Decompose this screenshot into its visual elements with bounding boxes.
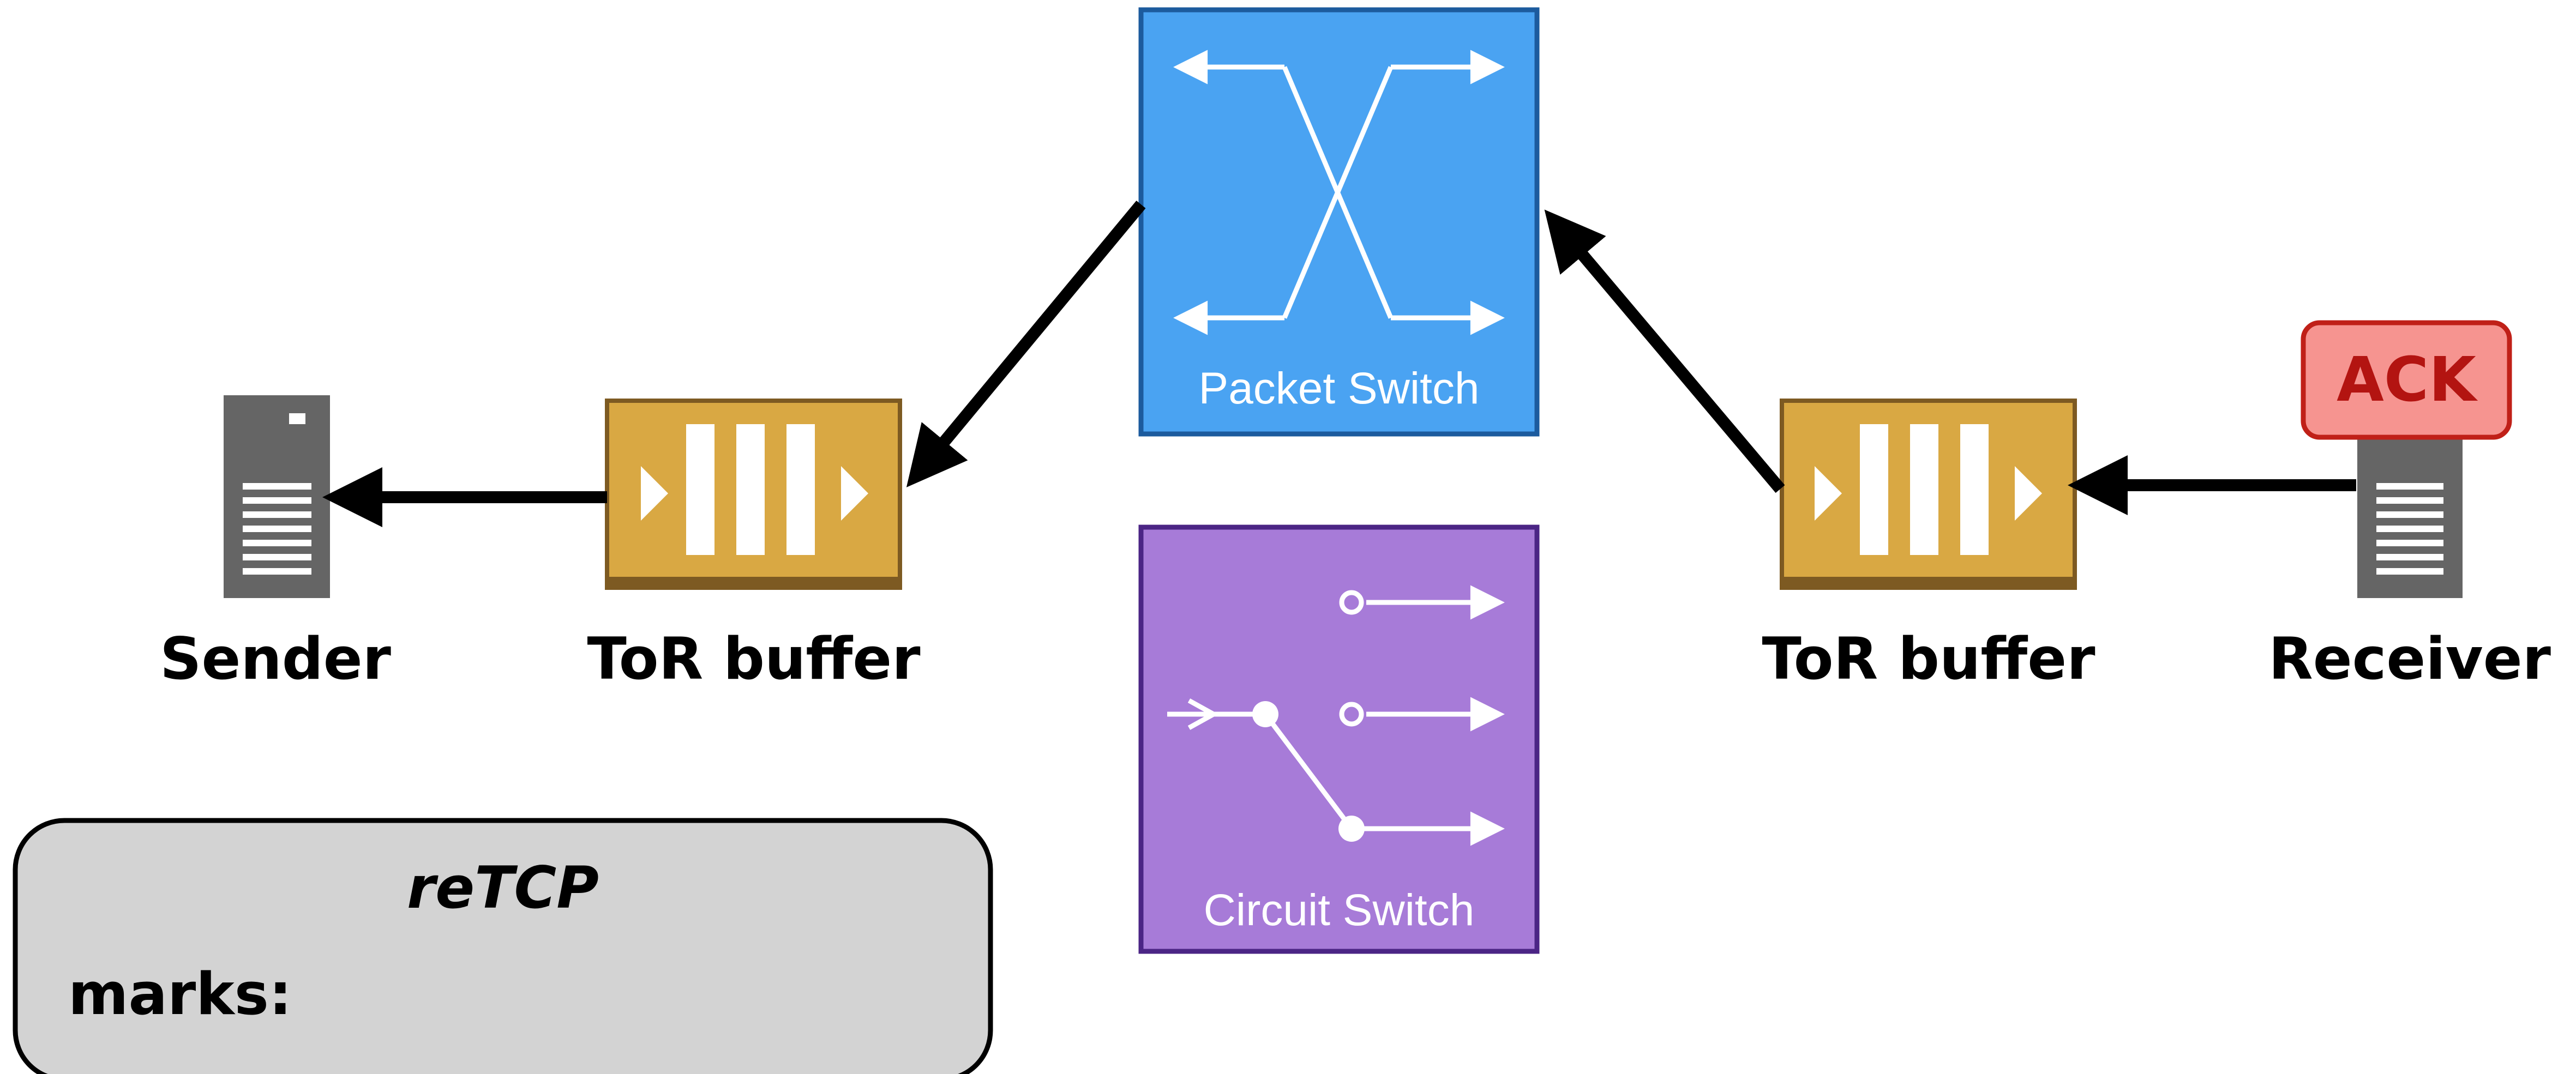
retcp-marks-label: marks: (68, 961, 292, 1028)
tor-buffer-left-icon (605, 399, 902, 590)
ack-badge (2301, 320, 2512, 440)
receiver-label: Receiver (2268, 625, 2551, 692)
sender-server-icon (224, 395, 330, 598)
retcp-box (13, 818, 993, 1074)
tor-buffer-right-label: ToR buffer (1762, 625, 2095, 692)
retcp-title: reTCP (407, 854, 599, 921)
arrow-packet-switch-to-tor (906, 200, 1146, 487)
packet-switch-box (1138, 7, 1540, 437)
flow-arrows (322, 200, 2356, 527)
circuit-switch-box (1138, 524, 1540, 954)
tor-buffer-left-label: ToR buffer (587, 625, 921, 692)
circuit-switch-label: Circuit Switch (1204, 885, 1475, 935)
packet-switch-label: Packet Switch (1199, 364, 1480, 413)
ack-label: ACK (2337, 345, 2478, 415)
receiver-server-icon (2357, 431, 2463, 598)
tor-buffer-right-icon (1780, 399, 2077, 590)
sender-label: Sender (160, 625, 391, 692)
arrow-tor-to-packet-switch (1544, 209, 1785, 493)
